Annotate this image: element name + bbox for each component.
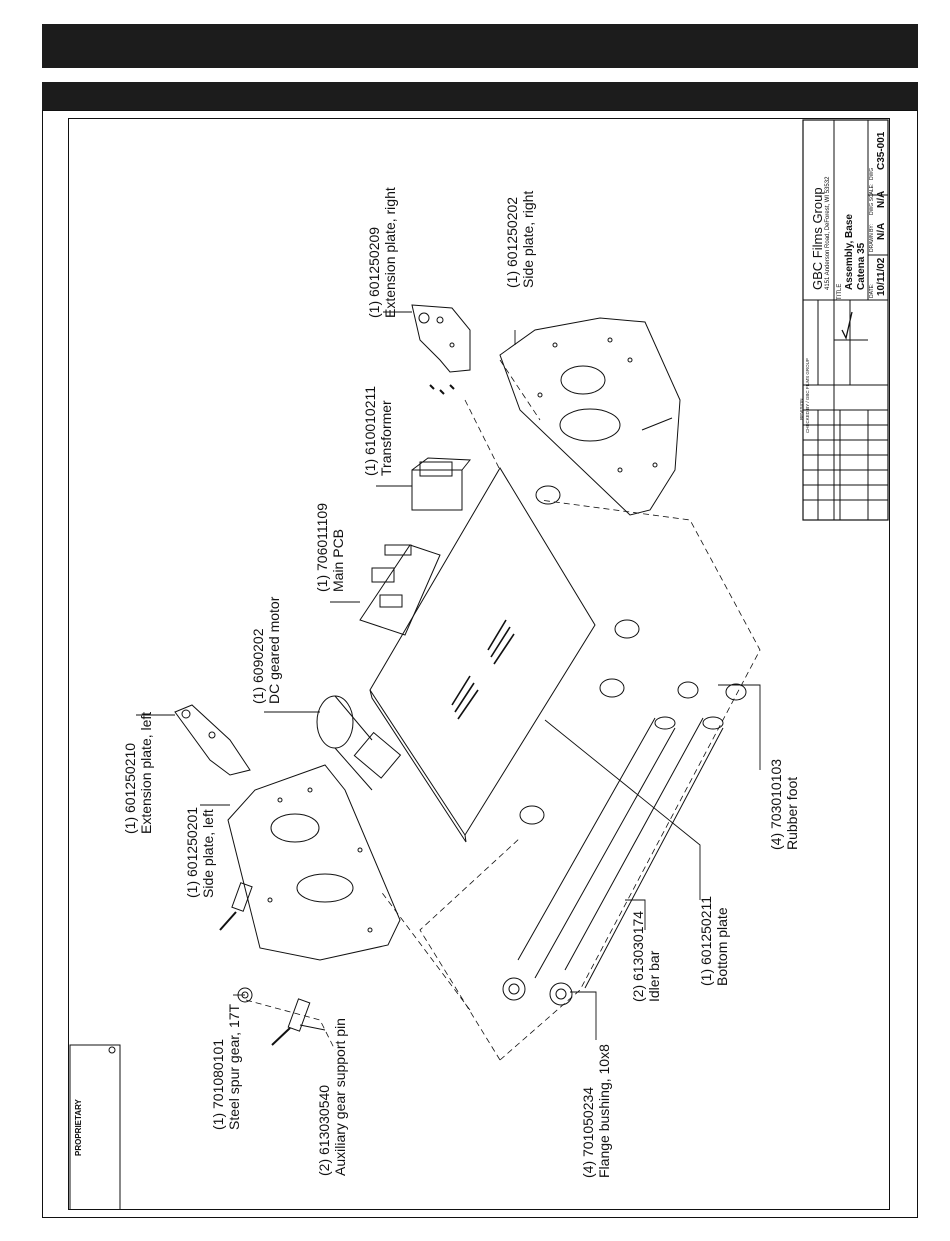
part-number: (1) 610010211: [362, 385, 378, 476]
part-number: (1) 6090202: [250, 628, 266, 704]
idler-bar-shapes: [502, 681, 747, 1006]
callout-idler-bar: (2) 613030174 Idler bar: [630, 582, 662, 1002]
part-number: (1) 701080101: [210, 1038, 226, 1130]
assembly-guide-lines: [245, 359, 761, 1061]
drawn-by-label: DRAWN BY:: [869, 224, 875, 252]
part-number: (2) 613030540: [316, 1084, 332, 1176]
part-description: Idler bar: [646, 950, 662, 1002]
side-plate-left-shape: [227, 764, 401, 961]
title-block-lines: [802, 119, 889, 521]
drawing-scale-value: N/A: [876, 190, 887, 208]
part-description: Side plate, right: [520, 190, 536, 288]
callout-dc-geared-motor: (1) 6090202 DC geared motor: [250, 284, 282, 704]
checked-by-label: CHECKED BY / GBC FILMS GROUP: [805, 358, 810, 433]
callout-extension-plate-left: (1) 601250210 Extension plate, left: [122, 414, 154, 834]
header-bar: [42, 24, 918, 68]
callout-rubber-foot: (4) 703010103 Rubber foot: [768, 430, 800, 850]
company-address: 4151 Anderson Road, DeForest, WI 53532: [825, 176, 831, 290]
part-number: (1) 706011109: [314, 503, 330, 592]
transformer-shape: [411, 457, 472, 511]
drawing-title-line1: Assembly, Base: [844, 214, 855, 290]
exploded-assembly-drawing: [69, 119, 889, 1210]
title-label: TITLE: [837, 283, 843, 300]
callout-auxiliary-gear-support-pin: (2) 613030540 Auxiliary gear support pin: [316, 756, 348, 1176]
drawing-title-line2: Catena 35: [856, 242, 867, 290]
revision-label: REVISION: [799, 398, 804, 420]
part-description: Steel spur gear, 17T: [226, 1003, 242, 1130]
part-description: Transformer: [378, 400, 394, 476]
drawn-by-value: N/A: [876, 222, 887, 240]
copyright-icon: [108, 1046, 116, 1054]
part-description: Extension plate, left: [138, 711, 154, 834]
part-description: Bottom plate: [714, 907, 730, 986]
dc-geared-motor-shape: [316, 695, 402, 791]
part-number: (4) 701050234: [580, 1086, 596, 1178]
pins-and-gear-shapes: [219, 882, 311, 1046]
callout-side-plate-right: (1) 601250202 Side plate, right: [504, 0, 536, 288]
part-number: (1) 601250211: [698, 895, 714, 986]
company-name: GBC Films Group: [810, 187, 825, 290]
proprietary-box: [69, 1044, 121, 1210]
extension-plate-right-shape: [411, 304, 471, 395]
side-plate-right-shape: [499, 317, 681, 516]
main-pcb-shape: [359, 544, 441, 636]
proprietary-heading: PROPRIETARY: [74, 1099, 83, 1156]
part-number: (1) 601250210: [122, 742, 138, 834]
callout-bottom-plate: (1) 601250211 Bottom plate: [698, 566, 730, 986]
leader-lines: [136, 311, 761, 1040]
drawing-scale-label: DWG SCALE:: [869, 183, 875, 215]
callout-steel-spur-gear: (1) 701080101 Steel spur gear, 17T: [210, 710, 242, 1130]
part-description: Flange bushing, 10x8: [596, 1044, 612, 1178]
part-number: (1) 601250201: [184, 806, 200, 898]
section-bar: [42, 82, 918, 110]
part-description: Rubber foot: [784, 776, 800, 850]
drawing-number-label: DWG: [869, 167, 875, 180]
callout-flange-bushing: (4) 701050234 Flange bushing, 10x8: [580, 758, 612, 1178]
part-description: Auxiliary gear support pin: [332, 1018, 348, 1176]
drawing-border: [68, 118, 890, 1210]
date-value: 10/11/02: [876, 257, 887, 296]
callout-transformer: (1) 610010211 Transformer: [362, 56, 394, 476]
part-number: (4) 703010103: [768, 758, 784, 850]
bottom-plate-shape: [369, 467, 596, 843]
page-frame: [42, 110, 918, 1218]
part-number: (2) 613030174: [630, 910, 646, 1002]
callout-main-pcb: (1) 706011109 Main PCB: [314, 172, 346, 592]
part-description: Main PCB: [330, 528, 346, 592]
rubber-feet-shapes: [519, 485, 640, 825]
part-number: (1) 601250202: [504, 196, 520, 288]
part-description: DC geared motor: [266, 596, 282, 704]
drawing-number: C35-001: [876, 131, 887, 170]
extension-plate-left-shape: [174, 704, 251, 776]
date-label: DATE:: [869, 283, 875, 298]
